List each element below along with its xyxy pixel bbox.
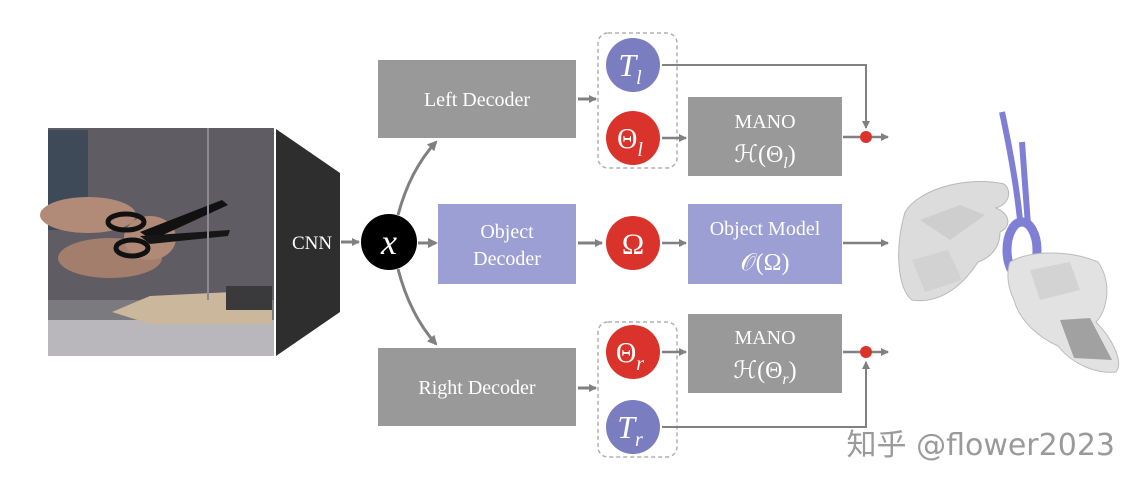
arrow-latent-to-right-decoder [396,268,438,346]
theta-left-node: Θl [606,111,660,165]
svg-text:ℋ(Θl): ℋ(Θl) [734,142,796,172]
input-image [40,128,274,356]
svg-text:Tr: Tr [617,409,643,451]
object-decoder-box: Object Decoder [438,204,576,284]
object-model-formula: 𝒪(Ω) [741,250,790,276]
left-combine-dot [860,131,872,143]
t-right-base: T [617,409,637,445]
mano-right-close: ) [789,358,797,384]
latent-label: x [380,222,397,262]
mano-right-sub: r [782,371,789,388]
t-left-node: Tl [606,38,660,92]
left-decoder-label: Left Decoder [424,89,530,111]
object-model-box: Object Model 𝒪(Ω) [688,204,842,284]
mano-left-title: MANO [734,111,795,133]
arrow-t-left-to-dot [662,64,870,129]
mano-left-close: ) [788,142,796,168]
cnn-label: CNN [292,233,332,254]
theta-right-sub: r [636,353,644,375]
mano-right-title: MANO [734,327,795,349]
mano-right-box: MANO ℋ(Θr) [688,314,842,393]
right-params-group [597,321,678,458]
svg-text:Θl: Θl [617,124,643,161]
t-right-node: Tr [606,400,660,454]
omega-node: Ω [606,216,660,270]
right-combine-dot [860,346,872,358]
left-params-group [597,32,678,169]
object-model-title: Object Model [710,218,821,240]
arrow-t-right-to-dot [662,361,870,428]
t-right-sub: r [635,429,643,451]
t-left-sub: l [636,67,642,89]
omega-label: Ω [622,228,644,261]
svg-text:ℋ(Θr): ℋ(Θr) [733,358,796,388]
cnn-encoder: CNN [276,129,340,356]
object-decoder-label-line2: Decoder [473,248,541,270]
mano-left-formula: ℋ(Θ [734,142,783,168]
left-decoder-box: Left Decoder [378,60,576,138]
right-decoder-label: Right Decoder [418,377,536,399]
latent-node: x [361,214,417,270]
watermark: 知乎 @flower2023 [846,428,1115,463]
mano-right-formula: ℋ(Θ [733,358,782,384]
mano-left-sub: l [783,155,788,172]
theta-right-base: Θ [616,338,636,369]
theta-right-node: Θr [606,325,660,379]
svg-text:Tl: Tl [618,47,642,89]
svg-text:Θr: Θr [616,338,644,375]
theta-left-sub: l [637,139,643,161]
right-decoder-box: Right Decoder [378,348,576,426]
theta-left-base: Θ [617,124,637,155]
t-left-base: T [618,47,638,83]
arrow-latent-to-left-decoder [396,140,438,216]
mano-left-box: MANO ℋ(Θl) [688,97,842,176]
output-3d-render [898,111,1119,373]
object-decoder-label-line1: Object [480,221,534,243]
